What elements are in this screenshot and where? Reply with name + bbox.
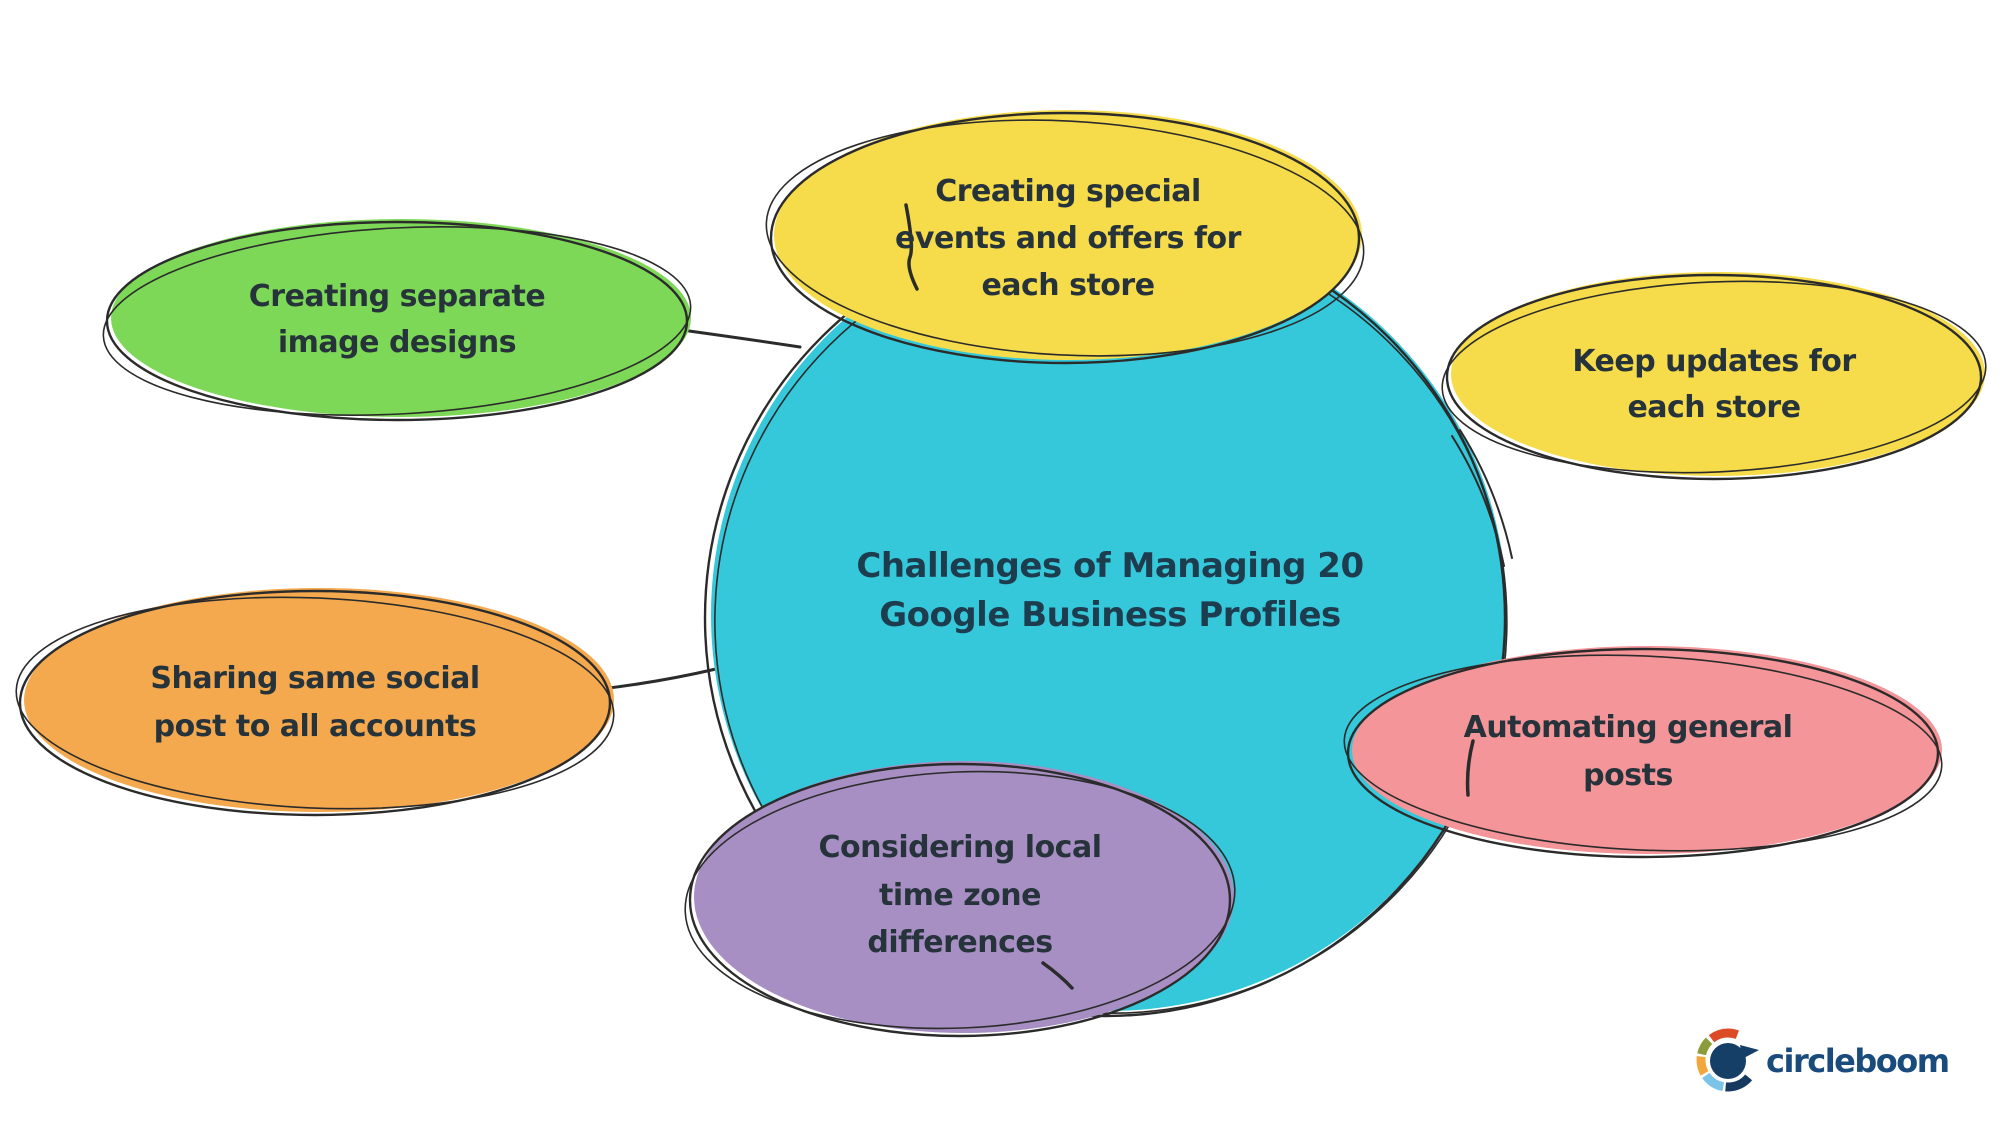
- node-line: posts: [1583, 758, 1673, 793]
- circleboom-logo-icon: [1696, 1028, 1760, 1092]
- node-creating-separate-label: Creating separate image designs: [249, 279, 546, 360]
- stray-pen-mark-pink: [1465, 739, 1475, 797]
- node-automating-general-posts: Automating general posts: [1343, 646, 1943, 859]
- node-sharing-same-label: Sharing same social post to all accounts: [150, 661, 480, 744]
- stray-pen-mark-yellow: [904, 203, 919, 291]
- node-line: Considering local: [818, 830, 1101, 865]
- node-creating-special-events-outline: [769, 111, 1361, 365]
- node-line: time zone: [879, 878, 1041, 913]
- circleboom-logo: circleboom: [1696, 1028, 1950, 1092]
- central-edge-scribble-1: [1451, 435, 1505, 567]
- node-line: post to all accounts: [154, 709, 477, 744]
- central-edge-scribble-2: [1459, 429, 1513, 559]
- node-sharing-same-social-post: Sharing same social post to all accounts: [15, 588, 615, 817]
- node-creating-separate-image-designs: Creating separate image designs: [102, 219, 692, 422]
- node-line: each store: [981, 268, 1154, 303]
- logo-bird-icon: [1710, 1043, 1746, 1079]
- logo-wordmark: circleboom: [1766, 1042, 1949, 1080]
- logo-bird-beak: [1740, 1045, 1759, 1059]
- node-sharing-same-outline: [18, 589, 612, 817]
- connector-orange-to-center: [599, 667, 718, 691]
- node-line: Creating special: [935, 174, 1201, 209]
- node-considering-local-label: Considering local time zone differences: [818, 830, 1102, 960]
- node-keep-updates-label: Keep updates for each store: [1572, 344, 1857, 425]
- node-considering-local-outline-sketch: [684, 770, 1236, 1030]
- node-automating-general-label: Automating general posts: [1464, 710, 1793, 793]
- node-considering-local-time-zone: Considering local time zone differences: [684, 761, 1236, 1038]
- node-creating-special-events-shape: [774, 110, 1362, 360]
- node-line: differences: [867, 925, 1052, 960]
- node-considering-local-outline: [688, 762, 1232, 1038]
- node-line: Creating separate: [249, 279, 545, 314]
- central-topic-line-2: Google Business Profiles: [879, 595, 1341, 635]
- node-keep-updates-outline: [1445, 273, 1983, 481]
- logo-ring-segment-red: [1696, 1028, 1760, 1092]
- node-line: events and offers for: [895, 221, 1242, 256]
- node-sharing-same-shape: [24, 588, 614, 812]
- node-creating-separate-outline-sketch: [102, 226, 692, 416]
- node-creating-special-events-outline-sketch: [765, 119, 1365, 357]
- node-line: Sharing same social: [150, 661, 479, 696]
- central-topic-line-1: Challenges of Managing 20: [856, 546, 1363, 586]
- central-topic-label: Challenges of Managing 20 Google Busines…: [856, 546, 1364, 635]
- node-keep-updates-shape: [1451, 272, 1985, 476]
- node-creating-special-events-label: Creating special events and offers for e…: [895, 174, 1242, 303]
- node-keep-updates-for-each-store: Keep updates for each store: [1441, 272, 1987, 481]
- logo-ring-segment-navy: [1696, 1028, 1760, 1092]
- node-creating-special-events-and-offers: Creating special events and offers for e…: [765, 110, 1365, 365]
- node-line: each store: [1627, 390, 1800, 425]
- stray-pen-mark-purple: [1041, 961, 1074, 990]
- node-line: Automating general: [1464, 710, 1793, 745]
- logo-ring-segment-amber: [1696, 1028, 1760, 1092]
- node-considering-local-shape: [694, 761, 1234, 1033]
- node-automating-general-shape: [1352, 646, 1942, 854]
- node-line: image designs: [278, 325, 516, 360]
- node-keep-updates-outline-sketch: [1441, 280, 1987, 474]
- node-automating-general-outline: [1346, 647, 1940, 859]
- node-line: Keep updates for: [1572, 344, 1856, 379]
- connector-green-to-center: [687, 329, 802, 349]
- node-sharing-same-outline-sketch: [15, 596, 615, 810]
- node-automating-general-outline-sketch: [1343, 654, 1943, 852]
- node-creating-separate-shape: [111, 219, 691, 417]
